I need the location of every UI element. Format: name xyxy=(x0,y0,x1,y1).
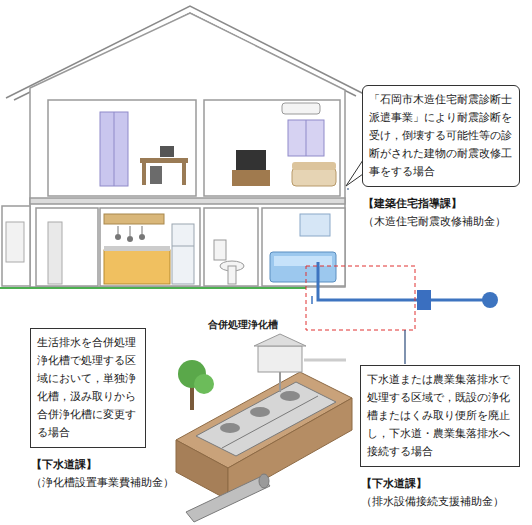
septic-tank-illustration-part xyxy=(186,476,270,522)
study-room-part xyxy=(142,163,146,185)
house-walls-part xyxy=(2,206,30,286)
septic-tank-illustration xyxy=(176,334,352,522)
house-walls-part xyxy=(262,208,345,286)
drain-pipe xyxy=(312,262,486,304)
callout-box: 生活排水を合併処理浄化槽で処理する区域において，単独浄化槽，汲み取りから合併浄化… xyxy=(30,328,175,492)
living-room-part xyxy=(306,120,307,156)
leader-line xyxy=(348,188,349,190)
callout-tail xyxy=(346,160,363,186)
house-walls-part xyxy=(30,13,345,287)
department-name: 【下水道課】 xyxy=(30,456,98,474)
kitchen-part xyxy=(104,246,170,251)
inspection-box xyxy=(417,290,431,310)
house-walls-part xyxy=(100,208,200,286)
septic-tank-illustration-part xyxy=(194,374,214,394)
kitchen xyxy=(104,214,194,284)
entrance xyxy=(6,222,62,284)
kitchen-part xyxy=(172,246,194,247)
living-room-part xyxy=(236,150,266,170)
study-room xyxy=(100,112,188,186)
kitchen-part xyxy=(104,214,164,224)
septic-tank-illustration-part xyxy=(259,474,269,488)
kitchen-part xyxy=(142,226,143,234)
living-room-part xyxy=(292,168,336,186)
toilet-part xyxy=(228,266,236,284)
house-walls-part xyxy=(204,100,340,196)
septic-tank-illustration-part xyxy=(280,391,300,401)
bathroom-part xyxy=(270,252,336,282)
living-room-part xyxy=(282,103,320,114)
living-room-part xyxy=(232,170,270,186)
toilet-part xyxy=(214,240,226,260)
department-name: 【下水道課】 xyxy=(360,475,428,493)
septic-tank-illustration-part xyxy=(279,372,281,392)
entrance-part xyxy=(48,222,62,284)
subsidy-name: （浄化槽設置事業費補助金） xyxy=(30,474,175,492)
study-room-part xyxy=(150,166,162,184)
kitchen-part xyxy=(118,226,119,234)
callout-text: 「石岡市木造住宅耐震診断士派遣事業」により耐震診断を受け，倒壊する可能性等の診断… xyxy=(362,85,520,187)
septic-tank-illustration-part xyxy=(176,440,228,500)
bathroom-part xyxy=(300,214,330,236)
house-walls-part xyxy=(204,208,258,286)
callout-text: 生活排水を合併処理浄化槽で処理する区域において，単独浄化槽，汲み取りから合併浄化… xyxy=(30,328,146,448)
drain-pipe-part xyxy=(311,296,313,304)
illustration-label: 合併処理浄化槽 xyxy=(206,318,280,331)
subsidy-name: （木造住宅耐震改修補助金） xyxy=(362,213,507,231)
callout-box: 下水道または農業集落排水で処理する区域で，既設の浄化槽またはくみ取り便所を廃止し… xyxy=(360,365,520,511)
manhole xyxy=(482,292,498,308)
callout-box: 「石岡市木造住宅耐震診断士派遣事業」により耐震診断を受け，倒壊する可能性等の診断… xyxy=(362,85,520,231)
toilet xyxy=(214,240,244,284)
focus-frame xyxy=(306,266,415,330)
kitchen-part xyxy=(127,236,133,242)
ground-line xyxy=(0,287,306,289)
house-walls-part xyxy=(30,198,345,204)
study-room-part xyxy=(182,163,186,185)
subsidy-name: （排水設備接続支援補助金） xyxy=(360,493,505,511)
house-walls xyxy=(2,13,345,287)
entrance-part xyxy=(6,222,24,262)
septic-tank-illustration-part xyxy=(222,396,318,448)
house-walls-part xyxy=(36,208,98,286)
study-room-part xyxy=(114,112,115,186)
septic-tank-illustration-part xyxy=(258,346,302,372)
kitchen-part xyxy=(130,226,131,236)
kitchen-part xyxy=(139,234,145,240)
study-room-part xyxy=(160,146,174,157)
leader-line xyxy=(404,330,405,364)
kitchen-part xyxy=(172,224,194,284)
study-room-part xyxy=(140,158,188,163)
septic-tank-illustration-part xyxy=(304,359,346,362)
septic-tank-illustration-part xyxy=(254,334,306,346)
living-room xyxy=(232,103,336,186)
septic-tank-illustration-part xyxy=(196,382,336,456)
bathroom xyxy=(270,214,336,282)
house-walls-part xyxy=(48,100,196,196)
kitchen-part xyxy=(115,234,121,240)
department-name: 【建築住宅指導課】 xyxy=(362,195,463,213)
study-room-part xyxy=(100,112,128,186)
septic-tank-illustration-part xyxy=(220,423,240,433)
drain-pipe-part xyxy=(318,262,486,300)
living-room-part xyxy=(288,120,324,156)
living-room-part xyxy=(292,162,336,170)
callout-text: 下水道または農業集落排水で処理する区域で，既設の浄化槽またはくみ取り便所を廃止し… xyxy=(360,365,520,467)
bathroom-part xyxy=(274,256,332,266)
septic-tank-illustration-part xyxy=(250,407,270,417)
kitchen-part xyxy=(104,250,170,284)
